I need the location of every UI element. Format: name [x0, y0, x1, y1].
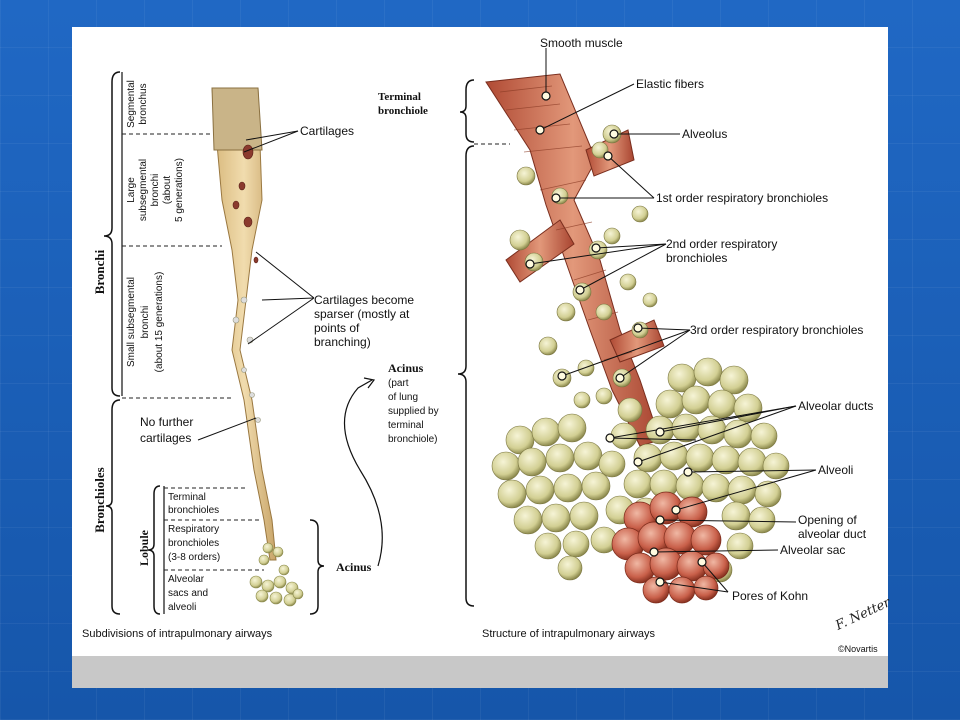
sparser-line3: points of	[314, 321, 360, 335]
sparser-line2: sparser (mostly at	[314, 307, 410, 321]
bronchi-label: Bronchi	[92, 249, 107, 294]
sparser-line4: branching)	[314, 335, 371, 349]
bronchi-bracket	[103, 71, 121, 397]
first-order-label: 1st order respiratory bronchioles	[656, 191, 828, 205]
respiratory-line1: Respiratory	[168, 524, 219, 535]
leader-pins	[525, 91, 707, 587]
large-line3: bronchi	[150, 174, 161, 207]
respiratory-line2: bronchioles	[168, 538, 219, 549]
sparser-line1: Cartilages become	[314, 293, 414, 307]
large-line4: (about	[162, 176, 173, 205]
left-caption: Subdivisions of intrapulmonary airways	[82, 628, 273, 640]
third-order-label: 3rd order respiratory bronchioles	[690, 323, 863, 337]
second-order-line2: bronchioles	[666, 251, 727, 265]
acinus-desc-3: supplied by	[388, 406, 439, 417]
large-line5: 5 generations)	[174, 158, 185, 222]
segmental-line2: bronchus	[138, 83, 149, 124]
svg-text:F. Netter: F. Netter	[832, 595, 893, 634]
segmental-line1: Segmental	[126, 80, 137, 128]
no-further-line1: No further	[140, 415, 193, 429]
small-line2: bronchi	[140, 306, 151, 339]
acinus-desc-1: (part	[388, 378, 409, 389]
no-further-line2: cartilages	[140, 431, 191, 445]
alveolar-line2: sacs and	[168, 588, 208, 599]
opening-line1: Opening of	[798, 513, 857, 527]
respiratory-line3: (3-8 orders)	[168, 552, 220, 563]
terminal-bronchiole-line2: bronchiole	[378, 105, 428, 117]
acinus-desc-2: of lung	[388, 392, 418, 403]
copyright-label: ©Novartis	[838, 644, 878, 654]
elastic-fibers-label: Elastic fibers	[636, 77, 704, 91]
acinus-title: Acinus	[388, 361, 424, 375]
respiratory-bronchiole-tree	[485, 73, 665, 447]
lobule-bracket	[147, 485, 161, 615]
alveoli-label: Alveoli	[818, 463, 853, 477]
netter-signature: F. Netter	[832, 595, 893, 634]
acinus-desc-4: terminal	[388, 420, 424, 431]
smooth-muscle-label: Smooth muscle	[540, 36, 623, 50]
right-bracket	[457, 79, 475, 607]
alveolar-mass	[491, 357, 790, 583]
alveolar-sac-cluster	[611, 491, 730, 604]
acinus-left-label: Acinus	[336, 560, 372, 574]
alveolar-line1: Alveolar	[168, 574, 205, 585]
bronchioles-bracket	[105, 399, 121, 615]
cartilages-label: Cartilages	[300, 124, 354, 138]
slide-canvas	[72, 27, 888, 688]
acinus-arrow	[343, 377, 383, 567]
alveolus-label: Alveolus	[682, 127, 727, 141]
pores-label: Pores of Kohn	[732, 589, 808, 603]
lobule-label: Lobule	[137, 529, 151, 566]
opening-line2: alveolar duct	[798, 527, 867, 541]
airway-tree	[211, 87, 304, 607]
right-caption: Structure of intrapulmonary airways	[482, 628, 656, 640]
alveolar-sac-label: Alveolar sac	[780, 543, 845, 557]
bronchioles-label: Bronchioles	[92, 467, 107, 533]
large-line1: Large	[126, 177, 137, 203]
terminal-bronchiole-line1: Terminal	[378, 91, 421, 103]
second-order-line1: 2nd order respiratory	[666, 237, 777, 251]
alveolar-line3: alveoli	[168, 602, 196, 613]
acinus-desc-5: bronchiole)	[388, 434, 437, 445]
small-line3: (about 15 generations)	[154, 272, 165, 373]
alveolar-ducts-label: Alveolar ducts	[798, 399, 873, 413]
slide-footer-bar	[72, 656, 888, 688]
lobule-sacs	[249, 542, 304, 607]
terminal-line1: Terminal	[168, 492, 206, 503]
large-line2: subsegmental	[138, 159, 149, 221]
acinus-bracket	[309, 519, 325, 615]
terminal-line2: bronchioles	[168, 505, 219, 516]
small-line1: Small subsegmental	[126, 277, 137, 367]
